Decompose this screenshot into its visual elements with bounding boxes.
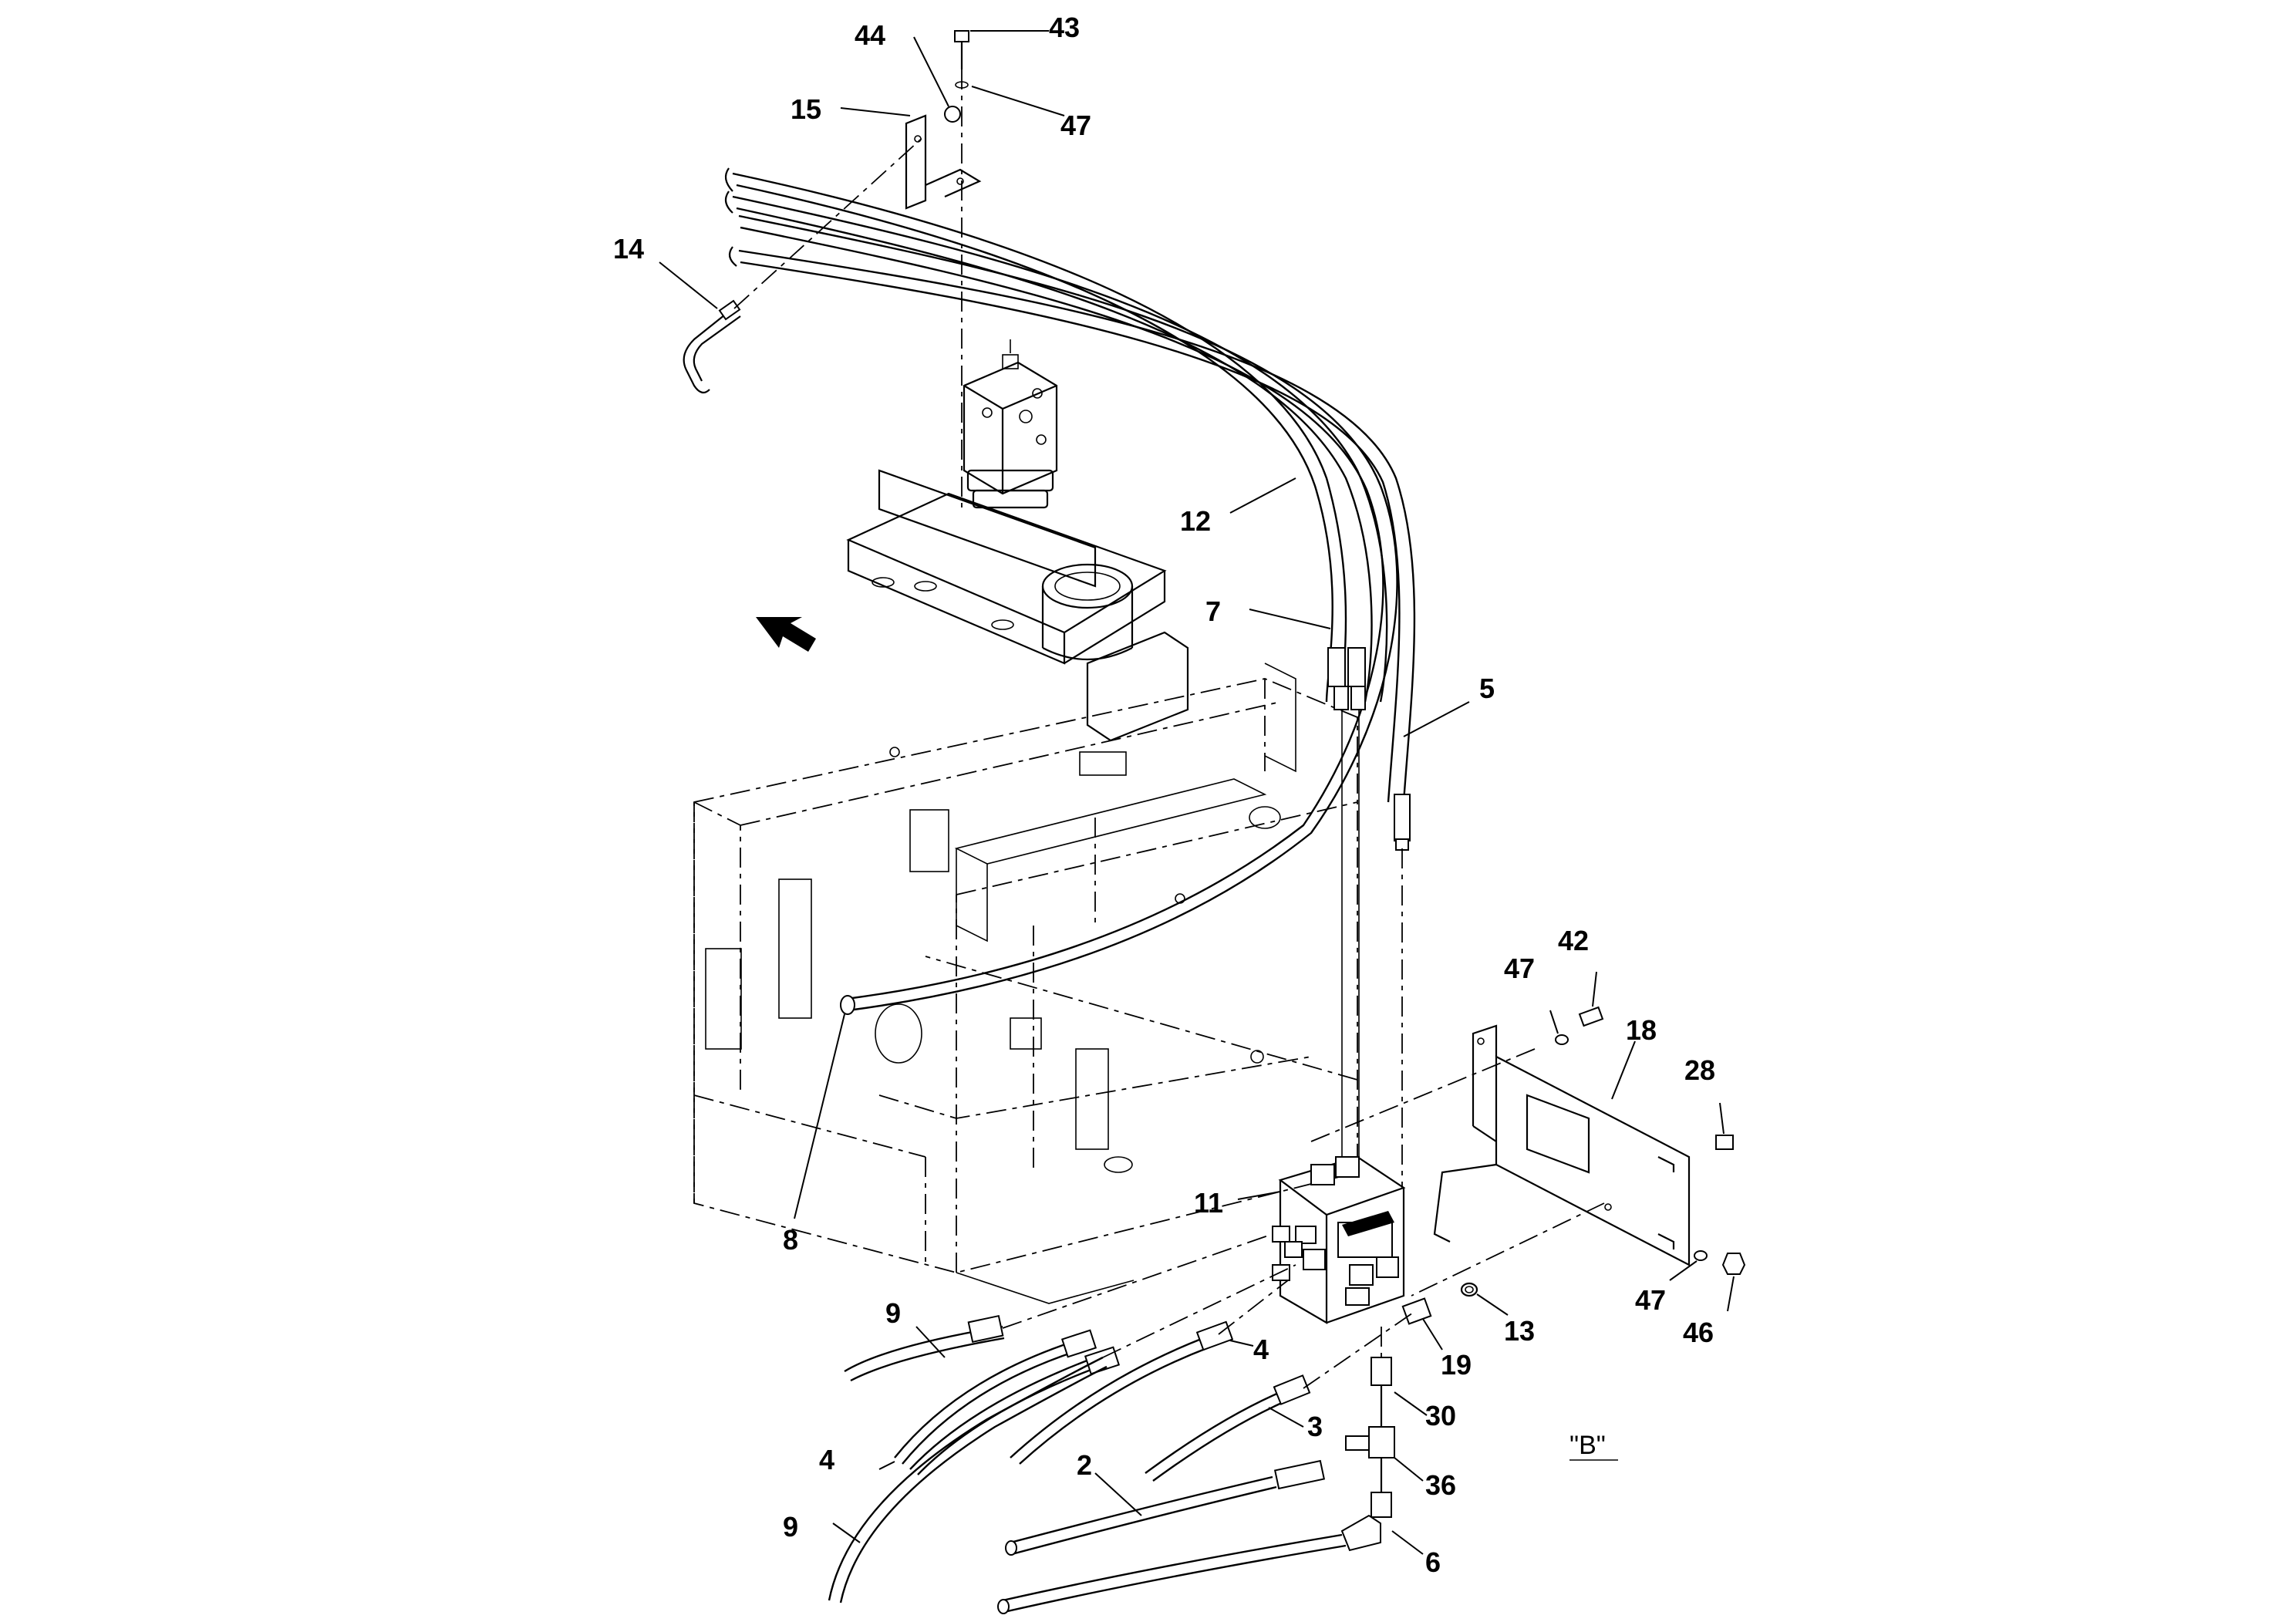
view-label-text: "B" — [1569, 1431, 1606, 1460]
callout-7: 7 — [1205, 595, 1221, 627]
fasteners-top — [944, 30, 969, 509]
callout-12: 12 — [1180, 505, 1211, 537]
hydraulic-pump — [963, 339, 1058, 509]
callout-15: 15 — [791, 93, 821, 125]
callout-30: 30 — [1425, 1400, 1456, 1431]
callout-11: 11 — [1194, 1187, 1223, 1219]
chassis-frame — [693, 678, 1358, 1304]
collar-tube — [1041, 563, 1134, 661]
pump-mount-plate — [846, 469, 1189, 742]
callout-14: 14 — [613, 233, 644, 265]
j-hook — [683, 134, 926, 394]
callout-4-right: 4 — [1253, 1334, 1269, 1365]
callout-47-top: 47 — [1060, 110, 1091, 141]
leader-lines — [659, 30, 1735, 1555]
callout-47-bottom: 47 — [1635, 1284, 1666, 1316]
direction-arrow-icon — [756, 617, 816, 652]
view-label-b: "B" — [1569, 1431, 1618, 1461]
callout-2: 2 — [1077, 1449, 1092, 1481]
callout-8: 8 — [783, 1224, 798, 1256]
frame-brackets — [705, 663, 1296, 1173]
mounting-plate — [925, 956, 1691, 1297]
callout-9-top: 9 — [885, 1297, 901, 1329]
valve-block — [1272, 1155, 1406, 1324]
hose-bundle-lower — [828, 1233, 1416, 1614]
hose-fittings — [1327, 647, 1411, 1188]
fasteners-right — [1460, 1006, 1746, 1297]
callout-5: 5 — [1479, 673, 1495, 704]
callout-18: 18 — [1626, 1014, 1657, 1046]
hose-bundle-upper — [724, 167, 1416, 1015]
callout-42: 42 — [1558, 925, 1589, 956]
callout-3: 3 — [1307, 1411, 1323, 1442]
callout-47-mid: 47 — [1504, 953, 1535, 984]
callout-46: 46 — [1683, 1317, 1714, 1348]
callout-19: 19 — [1441, 1349, 1472, 1381]
callout-43: 43 — [1049, 12, 1080, 43]
fittings-lower — [1345, 1297, 1432, 1518]
callout-28: 28 — [1684, 1054, 1715, 1086]
callout-4-left: 4 — [819, 1444, 834, 1475]
callout-9-bottom: 9 — [783, 1511, 798, 1543]
callout-36: 36 — [1425, 1469, 1456, 1501]
callout-6: 6 — [1425, 1546, 1441, 1578]
callout-labels: 44 43 15 47 14 12 7 5 47 42 18 28 11 8 9… — [613, 12, 1715, 1578]
callout-13: 13 — [1504, 1315, 1535, 1347]
mounting-bracket — [905, 114, 982, 210]
callout-44: 44 — [855, 19, 885, 51]
